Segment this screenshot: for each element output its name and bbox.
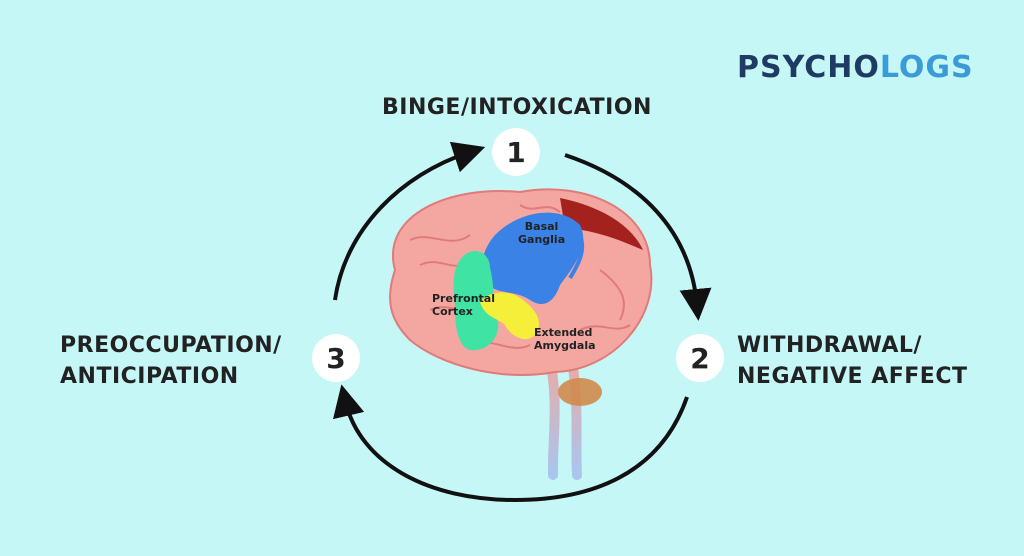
stage-2-label: WITHDRAWAL/ NEGATIVE AFFECT	[737, 330, 968, 392]
logo-part-2: LOGS	[879, 50, 974, 85]
prefrontal-cortex-label: Prefrontal Cortex	[432, 292, 495, 318]
basal-ganglia-label-line-2: Ganglia	[518, 233, 566, 246]
extended-amygdala-label: Extended Amygdala	[534, 326, 596, 352]
basal-ganglia-tail	[568, 226, 585, 280]
stage-3-label-line-2: ANTICIPATION	[60, 364, 239, 389]
logo-part-1: PSYCHO	[737, 50, 880, 85]
stage-2-number: 2	[676, 334, 724, 382]
psychologs-logo: PSYCHOLOGS	[737, 50, 974, 85]
basal-ganglia-label: Basal Ganglia	[518, 220, 565, 246]
stage-2-label-line-2: NEGATIVE AFFECT	[737, 364, 968, 389]
extended-amygdala-region	[480, 292, 540, 340]
basal-ganglia-region	[482, 212, 584, 305]
stage-1-label: BINGE/INTOXICATION	[382, 95, 652, 120]
prefrontal-cortex-label-line-2: Cortex	[432, 305, 473, 318]
stage-3-label: PREOCCUPATION/ ANTICIPATION	[60, 330, 282, 392]
stage-3-label-line-1: PREOCCUPATION/	[60, 333, 282, 358]
arrow-2-to-3	[333, 384, 689, 503]
stage-2-label-line-1: WITHDRAWAL/	[737, 333, 922, 358]
stage-1-number: 1	[492, 128, 540, 176]
arrow-3-to-1	[333, 141, 486, 301]
stage-3-number: 3	[312, 334, 360, 382]
arrow-1-to-2	[564, 153, 712, 321]
basal-ganglia-label-line-1: Basal	[524, 220, 559, 233]
extended-amygdala-label-line-2: Amygdala	[534, 339, 596, 352]
extended-amygdala-label-line-1: Extended	[534, 326, 593, 339]
prefrontal-cortex-region	[453, 251, 499, 351]
prefrontal-cortex-label-line-1: Prefrontal	[432, 292, 495, 305]
